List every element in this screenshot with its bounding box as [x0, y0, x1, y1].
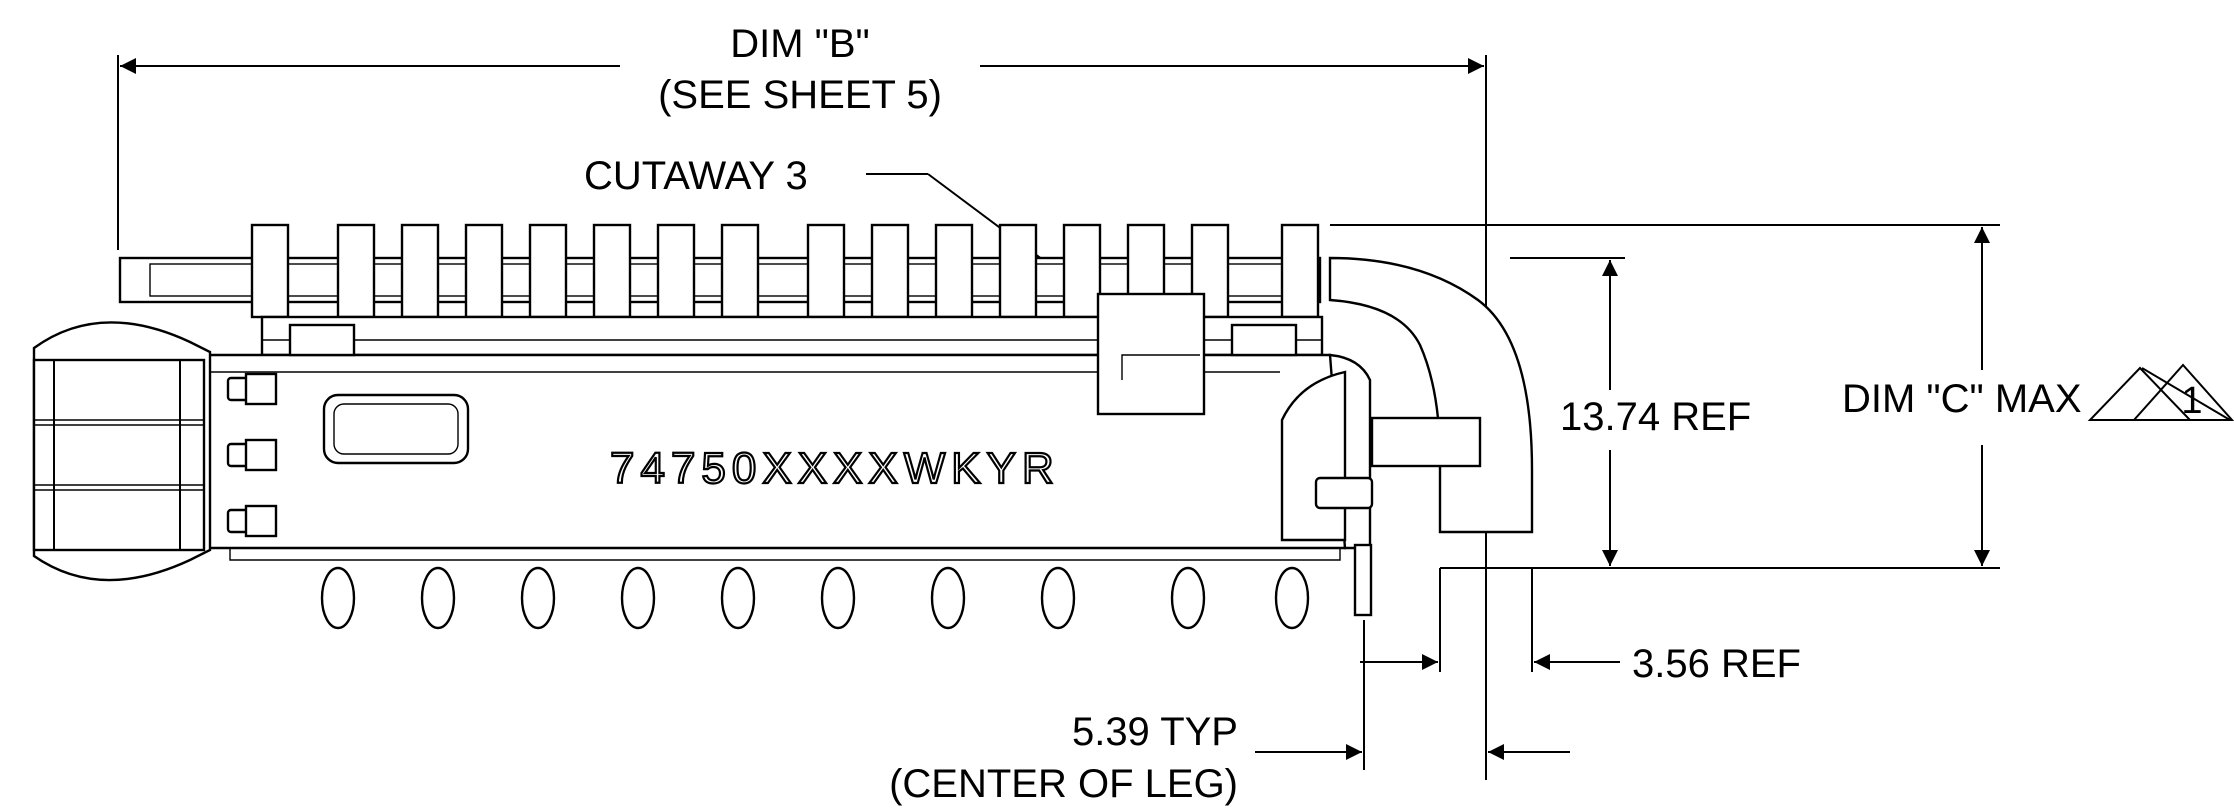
leg-typ-note: (CENTER OF LEG) [889, 762, 1238, 806]
dim-c-label: DIM "C" MAX [1842, 377, 2082, 421]
leg-ref-label: 3.56 REF [1632, 642, 1801, 686]
part-marking: 74750XXXXWKYR [610, 444, 1060, 493]
triangle-outline [2131, 363, 2234, 421]
height-ref-label: 13.74 REF [1560, 395, 1751, 439]
connector-drawing [32, 223, 1534, 630]
cutaway-label: CUTAWAY 3 [584, 154, 808, 198]
dim-c-dimension [1330, 224, 2000, 569]
leg-typ-dimension [1255, 620, 1570, 770]
dim-b-label: DIM "B" [730, 22, 870, 66]
leg-ref-dimension [1360, 568, 1620, 672]
comb-teeth [250, 223, 1320, 319]
dim-b-sheet-note: (SEE SHEET 5) [658, 73, 942, 117]
leg-typ-label: 5.39 TYP [1072, 710, 1238, 754]
bottom-pins [320, 566, 1310, 630]
note-number: 1 [2181, 380, 2202, 422]
